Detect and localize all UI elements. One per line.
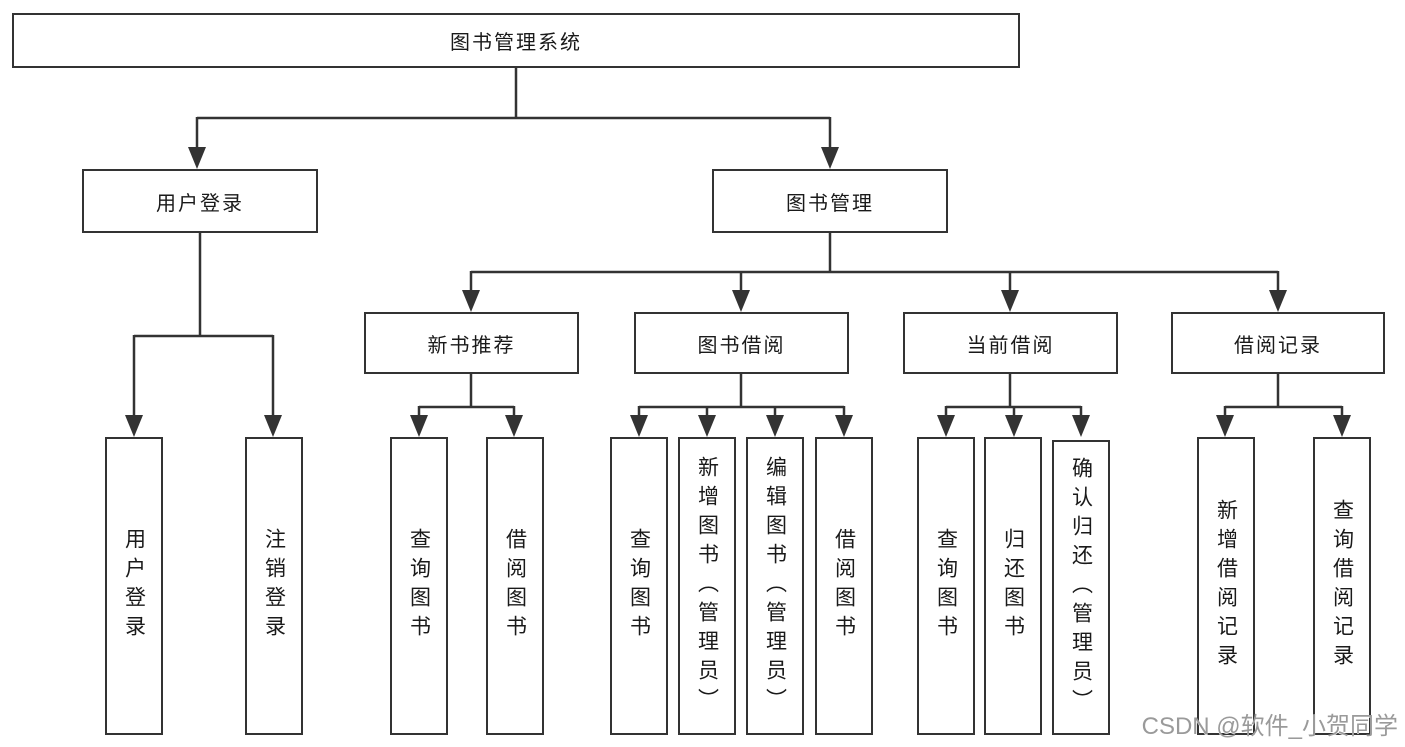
node-label: 确认归还（管理员） — [1069, 457, 1093, 718]
node-edit-books-admin: 编辑图书（管理员） — [746, 437, 804, 735]
node-label: 查询图书 — [407, 528, 431, 644]
node-label: 图书借阅 — [697, 334, 786, 357]
node-book-management-branch: 图书管理 — [712, 169, 948, 233]
node-label: 查询图书 — [627, 528, 651, 644]
node-label: 当前借阅 — [966, 334, 1055, 357]
node-label: 图书管理 — [786, 192, 874, 215]
node-borrow-books-leaf: 借阅图书 — [815, 437, 873, 735]
node-current-borrowing: 当前借阅 — [903, 312, 1118, 374]
node-label: 借阅图书 — [832, 528, 856, 644]
node-user-login-branch: 用户登录 — [82, 169, 318, 233]
node-user-login-leaf: 用户登录 — [105, 437, 163, 735]
node-book-management-system: 图书管理系统 — [12, 13, 1020, 68]
csdn-watermark: CSDN @软件_小贺同学 — [1141, 713, 1398, 740]
node-query-books-current: 查询图书 — [917, 437, 975, 735]
node-label: 新增图书（管理员） — [695, 455, 719, 717]
arrowhead-icons — [125, 147, 1351, 437]
node-return-books: 归还图书 — [984, 437, 1042, 735]
node-label: 用户登录 — [122, 528, 146, 644]
node-label: 借阅记录 — [1234, 334, 1322, 357]
node-book-borrowing: 图书借阅 — [634, 312, 849, 374]
node-new-book-recommendation: 新书推荐 — [364, 312, 579, 374]
node-label: 图书管理系统 — [450, 32, 582, 54]
node-label: 新增借阅记录 — [1214, 499, 1238, 673]
node-label: 借阅图书 — [503, 528, 527, 644]
node-label: 用户登录 — [156, 192, 244, 215]
node-label: 注销登录 — [262, 528, 286, 644]
node-label: 查询借阅记录 — [1330, 499, 1354, 673]
node-add-borrow-record: 新增借阅记录 — [1197, 437, 1255, 735]
node-borrow-books-recommend: 借阅图书 — [486, 437, 544, 735]
node-label: 查询图书 — [934, 528, 958, 644]
node-logout: 注销登录 — [245, 437, 303, 735]
node-query-books-borrowing: 查询图书 — [610, 437, 668, 735]
node-confirm-return-admin: 确认归还（管理员） — [1052, 440, 1110, 735]
node-query-books-recommend: 查询图书 — [390, 437, 448, 735]
node-label: 编辑图书（管理员） — [763, 455, 787, 717]
node-label: 归还图书 — [1001, 528, 1025, 644]
node-add-books-admin: 新增图书（管理员） — [678, 437, 736, 735]
node-query-borrow-record: 查询借阅记录 — [1313, 437, 1371, 735]
node-borrowing-records: 借阅记录 — [1171, 312, 1385, 374]
node-label: 新书推荐 — [427, 334, 516, 357]
